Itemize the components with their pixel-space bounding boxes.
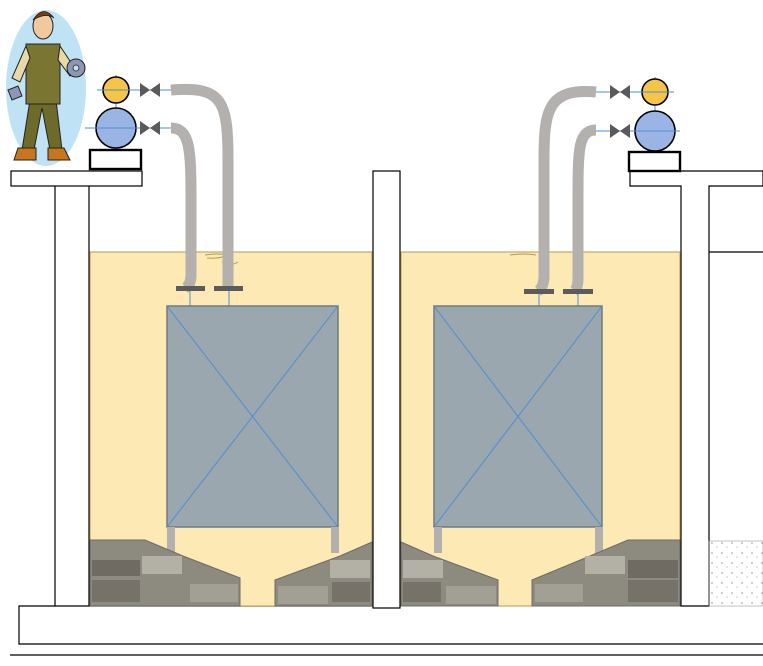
left-header-2 (214, 286, 243, 291)
right-hose-upper (534, 86, 597, 296)
right-hose-lower (570, 124, 597, 296)
left-pump-set (85, 75, 171, 171)
right-header-2 (563, 289, 593, 294)
left-header-1 (176, 286, 205, 291)
gate-valve-icon (610, 85, 630, 138)
module-legs (167, 527, 603, 555)
left-top-slab (10, 170, 143, 187)
left-membrane-module (166, 305, 339, 528)
right-pump-set (596, 77, 682, 173)
left-pump-base (88, 148, 143, 171)
hoses (170, 83, 597, 296)
right-pump-base (627, 150, 682, 173)
left-hose-upper (170, 83, 234, 288)
gate-valve-icon (140, 83, 160, 135)
suction-headers (176, 286, 593, 294)
left-outer-wall (18, 186, 763, 645)
right-membrane-module (433, 305, 603, 528)
concrete-benching (89, 539, 763, 607)
right-chamber-fill (708, 540, 763, 607)
center-divider-wall (372, 170, 401, 609)
right-header-1 (524, 289, 554, 294)
maintenance-worker-icon (6, 10, 86, 166)
left-hose-lower (170, 122, 197, 293)
